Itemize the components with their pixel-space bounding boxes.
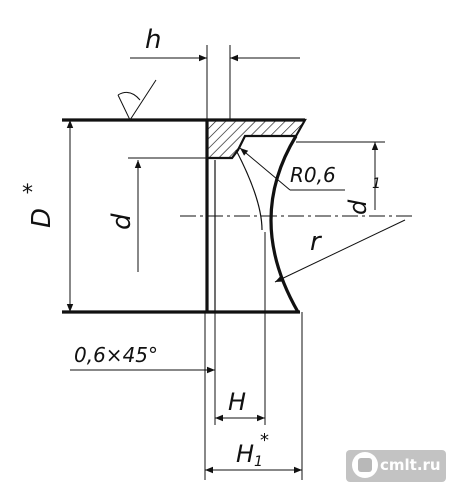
concave-profile [269, 135, 300, 313]
label-h: h [145, 25, 161, 55]
hatched-section [205, 118, 307, 160]
watermark-text: cmlt.ru [380, 456, 441, 474]
label-D: D [27, 208, 57, 228]
label-H1: H [236, 440, 254, 468]
label-H1-star: * [260, 430, 269, 451]
r-leader [274, 219, 406, 283]
label-d: d [107, 213, 137, 230]
label-d1: d [344, 199, 372, 215]
radius-leader [239, 147, 291, 191]
label-H: H [228, 388, 246, 416]
inner-curve [235, 149, 263, 231]
label-D-star: * [22, 181, 33, 206]
label-radius: R0,6 [290, 163, 336, 187]
roughness-symbol [117, 79, 157, 122]
label-chamfer: 0,6×45° [74, 343, 158, 367]
label-r: r [310, 227, 323, 257]
label-d1-sub: 1 [372, 176, 381, 192]
label-H1-sub: 1 [254, 454, 263, 470]
watermark-logo-icon [352, 452, 378, 478]
